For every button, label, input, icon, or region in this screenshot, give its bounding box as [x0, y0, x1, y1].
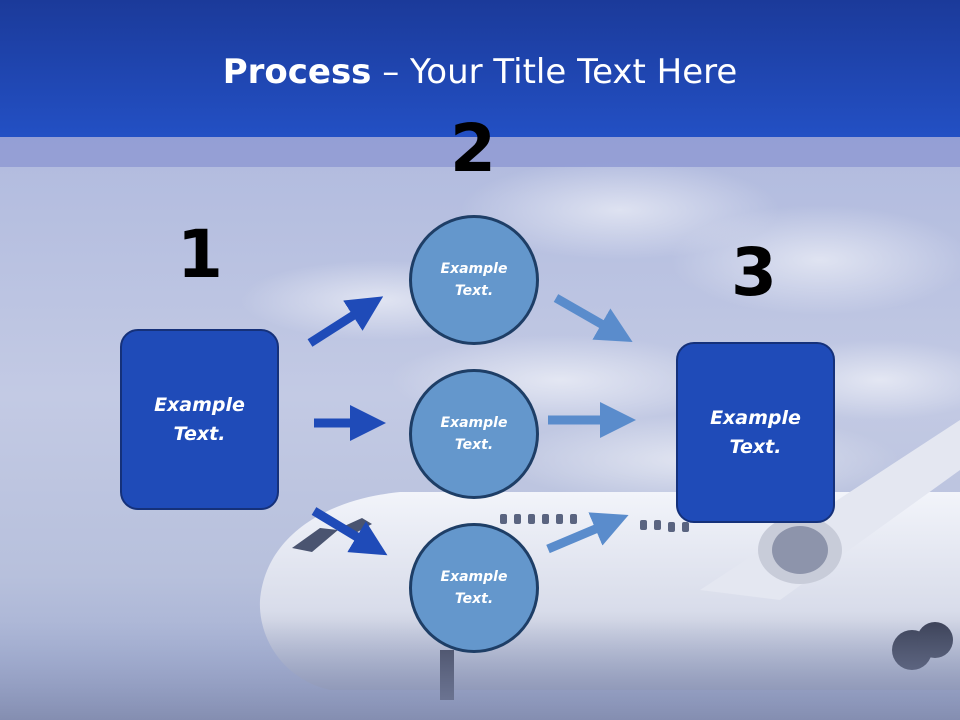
title-bar — [0, 0, 960, 137]
left-process-box[interactable]: Example Text. — [120, 329, 279, 510]
circle-middle-text: Example Text. — [440, 414, 508, 453]
title-band — [0, 137, 960, 167]
step-number-2: 2 — [450, 110, 496, 187]
circle-top-text: Example Text. — [440, 260, 508, 299]
slide-title: Process – Your Title Text Here — [0, 52, 960, 92]
process-circle-top[interactable]: Example Text. — [409, 215, 539, 345]
right-box-text: Example Text. — [710, 407, 801, 458]
slide-title-rest: – Your Title Text Here — [371, 52, 738, 92]
left-box-text: Example Text. — [154, 394, 245, 445]
step-number-1: 1 — [177, 216, 223, 293]
process-circle-bottom[interactable]: Example Text. — [409, 523, 539, 653]
right-process-box[interactable]: Example Text. — [676, 342, 835, 523]
slide-title-bold: Process — [222, 52, 372, 92]
step-number-3: 3 — [731, 234, 777, 311]
circle-bottom-text: Example Text. — [440, 568, 508, 607]
process-circle-middle[interactable]: Example Text. — [409, 369, 539, 499]
